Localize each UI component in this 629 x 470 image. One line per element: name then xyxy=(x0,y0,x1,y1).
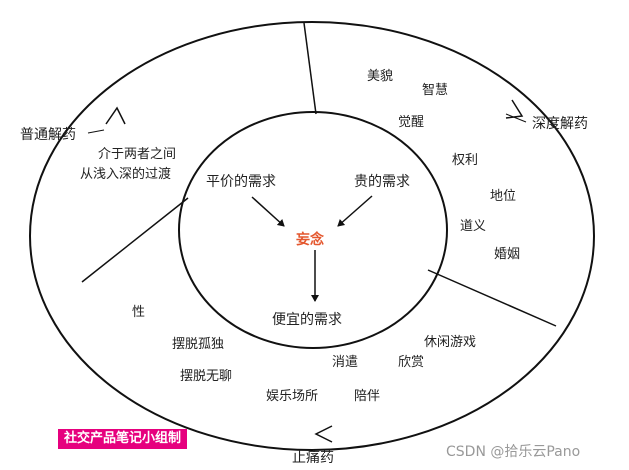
deep-item-power: 权利 xyxy=(452,152,478,168)
arrowhead-common xyxy=(105,106,126,125)
painkiller-label: 止痛药 xyxy=(292,449,334,466)
need-parity: 平价的需求 xyxy=(206,174,276,190)
common-item-transition: 从浅入深的过渡 xyxy=(80,166,171,182)
deep-item-wisdom: 智慧 xyxy=(422,82,448,98)
pointer-common-remedy xyxy=(87,129,105,134)
deep-item-status: 地位 xyxy=(490,189,516,204)
outer-circle xyxy=(29,21,595,451)
watermark-credit: CSDN @拾乐云Pano xyxy=(446,444,581,460)
need-cheap: 便宜的需求 xyxy=(272,312,342,328)
pain-item-appreciation: 欣赏 xyxy=(398,355,424,370)
pain-item-casual-games: 休闲游戏 xyxy=(424,335,476,350)
arrowhead-painkiller xyxy=(314,425,333,443)
pain-item-loneliness: 摆脱孤独 xyxy=(172,337,224,352)
pointer-deep-remedy xyxy=(505,113,527,123)
divider-right xyxy=(427,269,557,327)
deep-item-marriage: 婚姻 xyxy=(494,247,520,262)
arrow-parity-to-core xyxy=(251,196,285,227)
arrowhead-deep xyxy=(505,99,524,119)
deep-item-morality: 道义 xyxy=(460,219,486,234)
common-item-between: 介于两者之间 xyxy=(98,147,176,162)
arrow-expensive-to-core xyxy=(337,195,373,227)
divider-top xyxy=(303,22,317,115)
pain-item-venues: 娱乐场所 xyxy=(266,389,318,404)
deep-item-awakening: 觉醒 xyxy=(398,115,424,130)
need-expensive: 贵的需求 xyxy=(354,174,410,190)
divider-left xyxy=(81,197,189,283)
pain-item-boredom: 摆脱无聊 xyxy=(180,369,232,384)
pain-item-pastime: 消遣 xyxy=(332,355,358,370)
pain-item-sex: 性 xyxy=(132,305,145,320)
pain-item-companionship: 陪伴 xyxy=(354,389,380,404)
inner-circle xyxy=(178,111,448,349)
deep-remedy-label: 深度解药 xyxy=(532,116,588,132)
group-tag: 社交产品笔记小组制 xyxy=(58,429,188,449)
common-remedy-label: 普通解药 xyxy=(20,127,76,143)
core-label: 妄念 xyxy=(296,231,325,248)
deep-item-beauty: 美貌 xyxy=(367,69,393,84)
